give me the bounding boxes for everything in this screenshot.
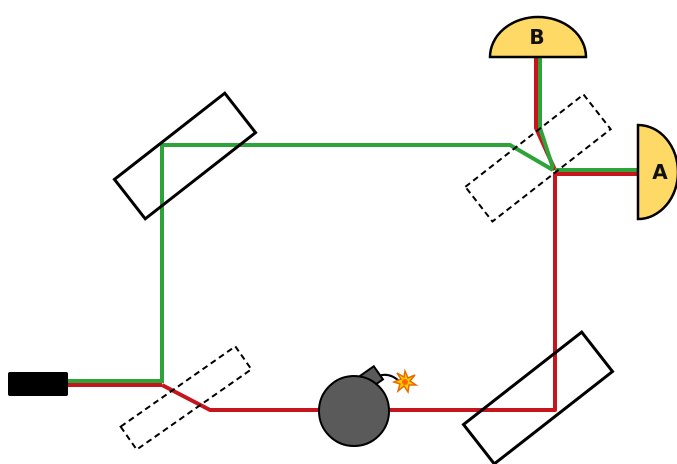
bomb-body (318, 375, 390, 447)
green-beam-to-detector-b (538, 58, 555, 169)
detector-a-label: A (652, 160, 668, 184)
red-beam-lower-path (161, 172, 557, 412)
detector-b-label: B (529, 25, 544, 49)
detector-a: A (636, 123, 677, 221)
beam-splitter-bottom-left (119, 344, 253, 452)
green-beam-upper-path (160, 143, 555, 383)
mirror-top-left (112, 91, 258, 221)
bomb-spark-icon (391, 368, 419, 395)
green-beam (68, 58, 638, 383)
detector-b-body (488, 15, 588, 59)
detector-a-body (636, 123, 677, 221)
mirror-bottom-right (461, 330, 615, 464)
detector-b: B (488, 15, 588, 59)
red-beam (68, 58, 638, 412)
beam-splitter-top-right (463, 93, 613, 223)
laser-source (8, 372, 68, 396)
bomb-icon (318, 364, 419, 447)
